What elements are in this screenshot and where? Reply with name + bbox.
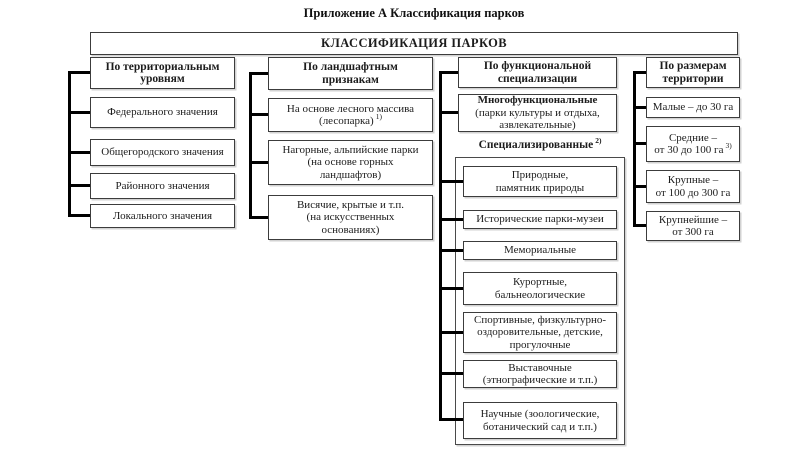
size-item-small: Малые – до 30 га — [646, 97, 740, 118]
box-label: Крупные – от 100 до 300 га — [655, 174, 731, 199]
box-label: Выставочные (этнографические и т.п.) — [482, 361, 598, 387]
landscape-header-label: По ландшафтным признакам — [303, 61, 398, 86]
root-box: КЛАССИФИКАЦИЯ ПАРКОВ — [90, 32, 738, 55]
spec-item-resort: Курортные, бальнеологические — [463, 272, 617, 305]
landscape-item-hanging: Висячие, крытые и т.п. (на искусственных… — [268, 195, 433, 240]
territorial-item-district: Районного значения — [90, 173, 235, 199]
connector-stub — [249, 161, 268, 164]
connector-stub — [249, 113, 268, 116]
territorial-item-federal: Федерального значения — [90, 97, 235, 128]
connector-stub — [68, 111, 90, 114]
size-item-large: Крупные – от 100 до 300 га — [646, 170, 740, 203]
box-label: Мемориальные — [503, 244, 576, 257]
connector-line — [439, 71, 442, 421]
connector-stub — [633, 106, 646, 109]
connector-line — [633, 71, 636, 227]
multifunctional-title: Многофункциональные — [477, 94, 598, 107]
text-line: от 30 до 100 га — [654, 144, 724, 156]
text-line: (лесопарка) — [319, 115, 374, 127]
text-line: Средние – — [668, 131, 718, 144]
connector-stub — [439, 287, 463, 290]
specialized-label-text: Специализированные — [478, 139, 594, 151]
connector-stub — [633, 71, 646, 74]
spec-item-sport: Спортивные, физкультурно- оздоровительны… — [463, 312, 617, 353]
box-label: Природные, памятник природы — [495, 169, 585, 194]
connector-stub — [439, 249, 463, 252]
connector-stub — [633, 185, 646, 188]
box-label: Общегородского значения — [101, 146, 224, 159]
box-label: Федерального значения — [107, 106, 218, 119]
spec-item-exhibition: Выставочные (этнографические и т.п.) — [463, 360, 617, 388]
box-label: Научные (зоологические, ботанический сад… — [480, 408, 600, 433]
spec-item-scientific: Научные (зоологические, ботанический сад… — [463, 402, 617, 439]
connector-stub — [439, 331, 463, 334]
connector-stub — [439, 218, 463, 221]
size-header-box: По размерам территории — [646, 57, 740, 88]
text-line: На основе лесного массива — [286, 102, 415, 115]
box-label: Спортивные, физкультурно- оздоровительны… — [474, 313, 606, 351]
box-label: Локального значения — [112, 209, 213, 222]
landscape-item-forest: На основе лесного массива (лесопарка)1) — [268, 98, 433, 132]
root-label: КЛАССИФИКАЦИЯ ПАРКОВ — [321, 36, 507, 51]
connector-stub — [68, 184, 90, 187]
territorial-item-citywide: Общегородского значения — [90, 139, 235, 166]
connector-stub — [439, 372, 463, 375]
spec-item-natural: Природные, памятник природы — [463, 166, 617, 197]
territorial-item-local: Локального значения — [90, 204, 235, 228]
connector-line — [249, 72, 252, 219]
size-item-largest: Крупнейшие – от 300 га — [646, 211, 740, 241]
territorial-header-box: По территориальным уровням — [90, 57, 235, 89]
connector-stub — [68, 151, 90, 154]
box-label: На основе лесного массива (лесопарка)1) — [269, 102, 432, 129]
box-label: Исторические парки-музеи — [476, 213, 604, 226]
box-label: Многофункциональные (парки культуры и от… — [459, 93, 616, 133]
footnote-marker: 2) — [595, 136, 602, 146]
size-header-label: По размерам территории — [659, 60, 727, 85]
footnote-marker: 3) — [725, 141, 732, 151]
page-title: Приложение А Классификация парков — [303, 6, 525, 20]
box-label: Висячие, крытые и т.п. (на искусственных… — [296, 198, 405, 236]
connector-stub — [633, 224, 646, 227]
box-label: Курортные, бальнеологические — [494, 276, 586, 301]
territorial-header-label: По территориальным уровням — [105, 60, 220, 86]
connector-stub — [439, 71, 458, 74]
connector-stub — [249, 216, 268, 219]
connector-stub — [633, 142, 646, 145]
spec-item-memorial: Мемориальные — [463, 241, 617, 260]
multifunctional-desc: (парки культуры и отдыха, азвлекательные… — [475, 106, 600, 132]
connector-stub — [439, 111, 458, 114]
functional-header-label: По функциональной специализации — [483, 60, 592, 85]
connector-stub — [249, 72, 268, 75]
connector-stub — [68, 214, 90, 217]
landscape-item-mountain: Нагорные, альпийские парки (на основе го… — [268, 140, 433, 185]
box-label: Районного значения — [115, 179, 210, 192]
footnote-marker: 1) — [375, 112, 382, 122]
spec-item-museum: Исторические парки-музеи — [463, 210, 617, 229]
box-label: Малые – до 30 га — [652, 101, 734, 114]
box-label: Крупнейшие – от 300 га — [658, 213, 728, 239]
connector-stub — [439, 418, 463, 421]
connector-stub — [68, 71, 90, 74]
landscape-header-box: По ландшафтным признакам — [268, 57, 433, 90]
connector-line — [68, 71, 71, 217]
functional-header-box: По функциональной специализации — [458, 57, 617, 88]
connector-stub — [439, 180, 463, 183]
multifunctional-box: Многофункциональные (парки культуры и от… — [458, 94, 617, 132]
box-label: Нагорные, альпийские парки (на основе го… — [282, 143, 419, 181]
